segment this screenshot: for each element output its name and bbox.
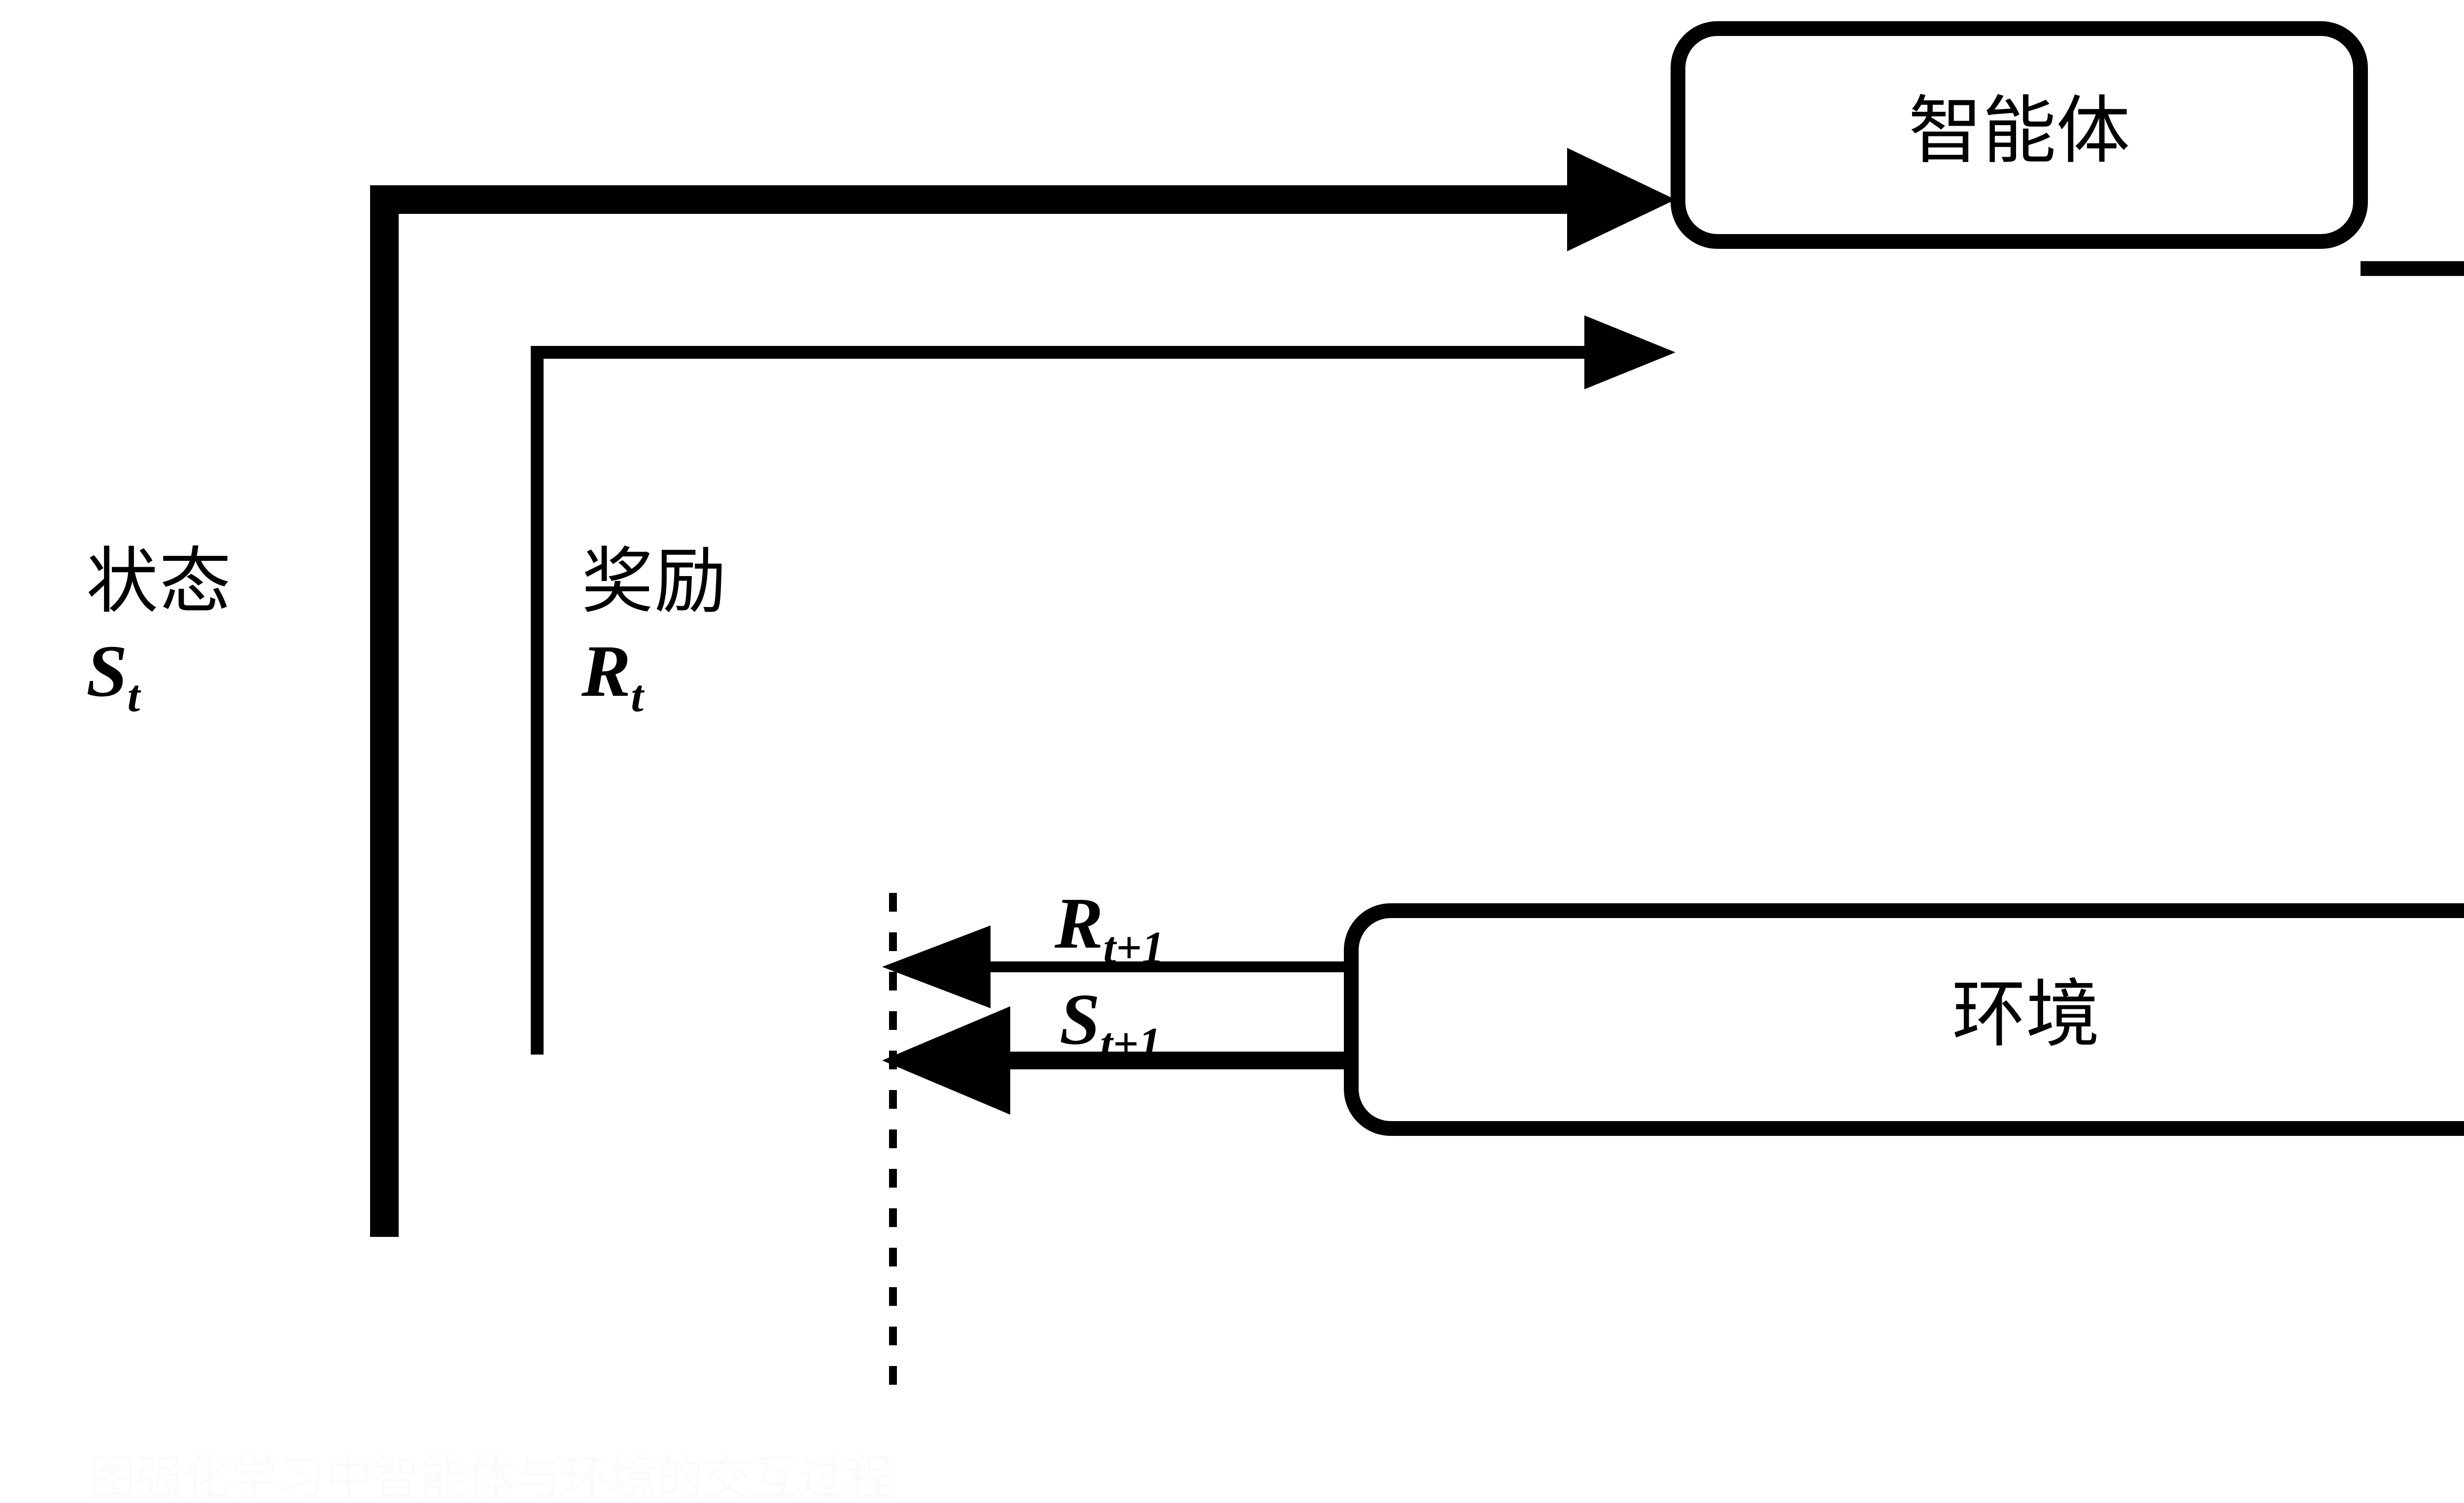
reward-symbol-subscript: t — [631, 671, 644, 721]
reward-label-symbol: Rt — [582, 633, 727, 720]
state-next-arrowhead — [882, 1006, 1010, 1115]
reward-next-arrow — [882, 925, 1351, 1008]
state-side-label: 状态 St — [86, 542, 232, 720]
reward-next-arrowhead — [882, 925, 991, 1008]
reward-next-edge-label: Rt+1 — [1055, 887, 1164, 970]
state-label-symbol: St — [86, 633, 232, 720]
reward-path-line — [531, 346, 1621, 1055]
state-feedback-path — [370, 148, 1676, 1237]
agent-box-label: 智能体 — [1908, 91, 2130, 172]
reward-feedback-path — [531, 315, 1676, 1055]
state-symbol-subscript: t — [127, 671, 140, 721]
state-next-symbol: S — [1060, 979, 1100, 1060]
figure-caption: 图强化学习中智能体与环境的交互过程 — [89, 1452, 893, 1503]
reward-label-cn: 奖励 — [582, 542, 727, 622]
reward-side-label: 奖励 Rt — [582, 542, 727, 720]
state-arrowhead — [1567, 148, 1676, 251]
reward-next-symbol: R — [1055, 883, 1103, 964]
action-path-line — [2361, 261, 2464, 276]
state-next-arrow — [882, 1006, 1351, 1115]
environment-box[interactable] — [1344, 903, 2464, 1136]
state-next-edge-label: St+1 — [1060, 983, 1161, 1066]
reward-arrowhead — [1584, 315, 1676, 389]
state-symbol-letter: S — [86, 630, 128, 713]
agent-box[interactable] — [1671, 21, 2368, 249]
state-next-subscript: t+1 — [1100, 1018, 1162, 1069]
reward-next-subscript: t+1 — [1103, 922, 1164, 973]
state-path-line — [370, 185, 1626, 1237]
environment-box-label: 环境 — [1951, 974, 2100, 1056]
state-label-cn: 状态 — [86, 542, 232, 622]
reward-symbol-letter: R — [582, 630, 631, 713]
